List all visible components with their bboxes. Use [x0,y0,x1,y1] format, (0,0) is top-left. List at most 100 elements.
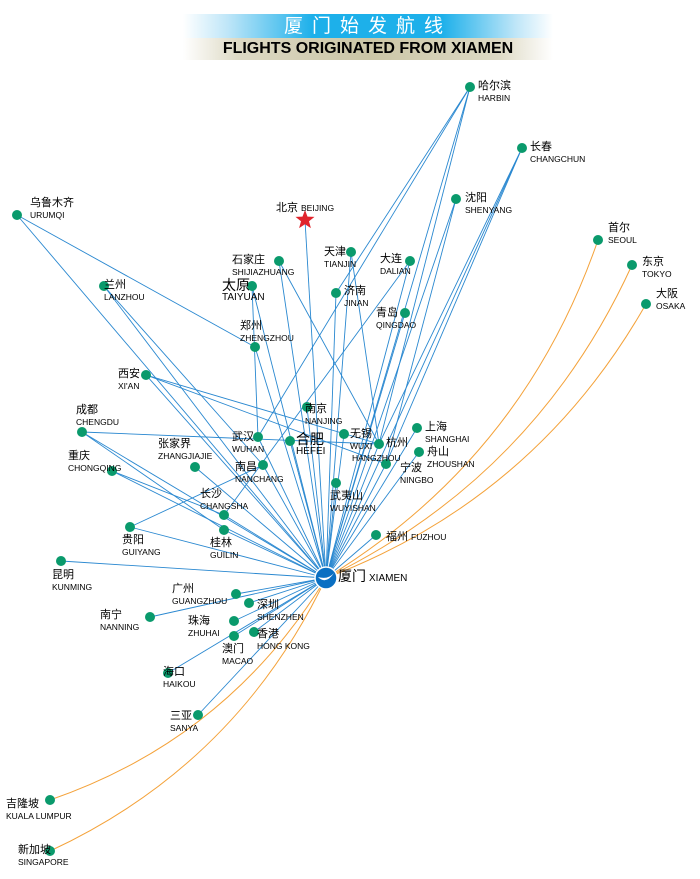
route-chengdu-hangzhou [81,431,380,445]
city-name-en: FUZHOU [411,532,447,542]
city-name-en: TOKYO [642,269,672,279]
city-name-cn: 南昌 [235,460,257,473]
city-dot-chongqing [107,466,117,476]
city-name-en: HEFEI [296,446,326,457]
city-dot-nanning [145,612,155,622]
route-xiamen-ningbo [325,463,387,579]
city-name-cn: 舟山 [427,445,449,458]
city-name-cn: 杭州 [386,436,408,449]
city-name-en: MACAO [222,656,254,666]
city-name-cn: 长春 [530,140,552,153]
city-name-en: HARBIN [478,93,511,103]
city-name-en: TAIYUAN [222,292,265,303]
route-xiamen-singapore [49,577,327,852]
city-dot-wuxi [339,429,349,439]
city-dot-nanjing [302,402,312,412]
route-xiamen-wuxi [325,433,345,579]
route-xiamen-seoul [325,239,599,579]
city-name-en: SHENZHEN [257,612,304,622]
city-name-cn: 贵阳 [122,533,144,546]
city-name-en: WUXI [350,441,373,451]
city-name-en: SHENYANG [465,205,513,215]
city-name-en: GUIYANG [122,547,161,557]
route-xiamen-chongqing [111,470,327,579]
egret-icon [318,573,334,581]
city-dot-zhengzhou [250,342,260,352]
city-name-en: JINAN [344,298,369,308]
route-xiamen-changchun [325,147,523,579]
city-dot-singapore [45,846,55,856]
city-name-cn: 海口 [163,665,185,678]
city-name-cn: 东京 [642,255,664,268]
city-name-en: KUALA LUMPUR [6,811,72,821]
city-name-cn: 澳门 [222,642,244,655]
city-dot-tianjin [346,247,356,257]
city-name-en: DALIAN [380,266,411,276]
city-name-en: ZHUHAI [188,628,220,638]
route-xiamen-hongkong [253,577,327,633]
route-xian-ningbo [145,374,387,465]
city-dot-tokyo [627,260,637,270]
city-dot-changchun [517,143,527,153]
city-name-cn: 珠海 [188,614,210,627]
city-name-en: HAIKOU [163,679,196,689]
route-guiyang-nanchang [129,464,264,528]
title-chinese: 厦门始发航线 [183,14,553,38]
city-name-en: GUANGZHOU [172,596,228,606]
city-dot-hefei [285,436,295,446]
route-xiamen-zhengzhou [254,346,327,579]
city-dot-guangzhou [231,589,241,599]
route-chongqing-changsha [111,470,225,516]
city-dot-wuyishan [331,478,341,488]
city-name-en: SHANGHAI [425,434,470,444]
city-name-en: SEOUL [608,235,637,245]
route-xiamen-hefei [289,440,327,579]
route-xiamen-kualalumpur [49,577,327,801]
city-name-cn: 武夷山 [330,489,363,502]
city-name-en: XI'AN [118,381,140,391]
city-dot-jinan [331,288,341,298]
city-name-en: CHANGSHA [200,501,249,511]
city-name-en: QINGDAO [376,320,417,330]
city-dot-hangzhou [374,439,384,449]
city-name-cn: 昆明 [52,568,74,581]
city-dot-nanchang [258,460,268,470]
city-name-cn: 重庆 [68,449,90,462]
city-name-cn: 长沙 [200,487,222,500]
city-dot-zhangjiajie [190,462,200,472]
city-name-cn: 哈尔滨 [478,79,511,92]
city-dot-shenzhen [244,598,254,608]
city-name-cn: 西安 [118,367,140,380]
city-dot-zhuhai [229,616,239,626]
city-dot-changsha [219,510,229,520]
city-name-en: HONG KONG [257,641,310,651]
route-xiamen-shanghai [325,427,418,579]
route-xiamen-jinan [325,292,337,579]
city-name-cn: 石家庄 [232,253,265,266]
city-name-cn: 上海 [425,420,447,433]
route-harbin-hangzhou [378,86,471,445]
route-dalian-changsha [223,260,411,516]
city-name-en: NINGBO [400,475,434,485]
route-xiamen-dalian [325,260,411,579]
route-xiamen-chengdu [81,431,327,579]
route-harbin-jinan [335,86,471,294]
